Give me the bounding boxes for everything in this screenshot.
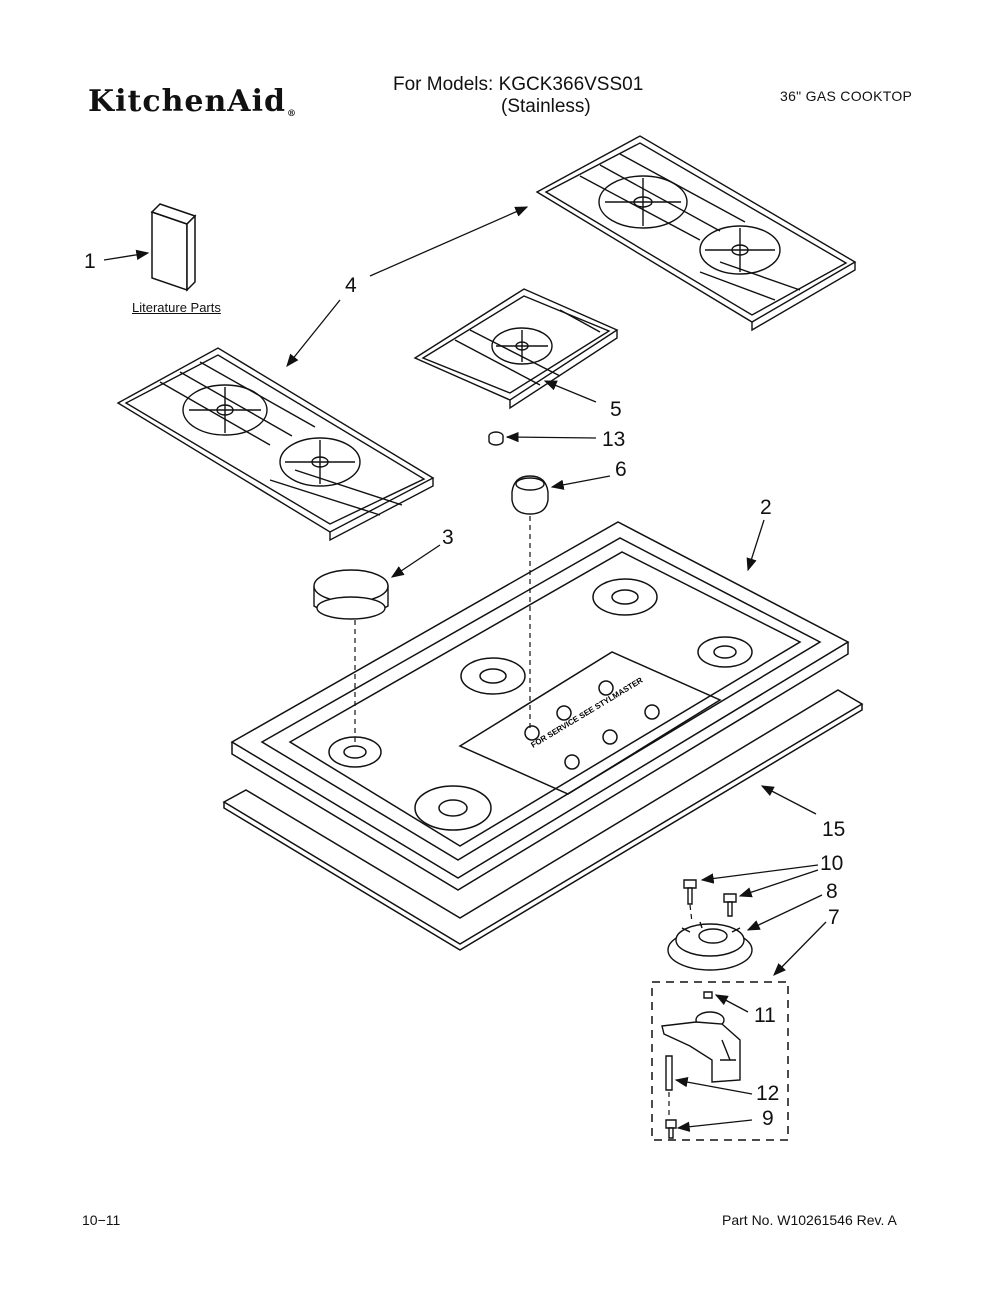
registered-mark: ®: [286, 109, 297, 119]
callout-numbers: 1 4 5 13 6 2 3 15 10 8 7 11 12 9: [84, 250, 845, 1130]
callout-9: 9: [762, 1107, 774, 1130]
models-line: For Models: KGCK366VSS01: [393, 74, 644, 95]
grate-left-two-burner: [116, 347, 435, 542]
literature-parts-label: Literature Parts: [132, 300, 221, 315]
callout-3: 3: [442, 526, 454, 549]
callout-6: 6: [615, 458, 627, 481]
footer-date: 10−11: [82, 1212, 121, 1228]
alignment-lines: [354, 516, 693, 1118]
leader-arrows: [103, 206, 827, 1132]
callout-10: 10: [820, 852, 843, 875]
callout-13: 13: [602, 428, 625, 451]
callout-5: 5: [610, 398, 622, 421]
burner-cap: [313, 569, 389, 620]
callout-2: 2: [760, 496, 772, 519]
grate-right-two-burner: [535, 135, 857, 332]
burner-base: [667, 921, 753, 971]
grate-rubber-foot: [488, 431, 504, 446]
brand-name: KitchenAid: [88, 84, 286, 119]
callout-4: 4: [345, 274, 357, 297]
callout-1: 1: [84, 250, 96, 273]
finish-line: (Stainless): [501, 96, 591, 117]
callout-15: 15: [822, 818, 845, 841]
brand-logo: KitchenAid®: [88, 84, 297, 119]
burner-valve-assembly: [661, 991, 741, 1139]
callout-12: 12: [756, 1082, 779, 1105]
control-knob: [511, 475, 549, 515]
grate-center-single-burner: [413, 288, 619, 410]
cooktop-gasket: [222, 689, 864, 951]
model-info: For Models: KGCK366VSS01 (Stainless): [393, 74, 643, 118]
literature-book: [150, 203, 197, 292]
product-title: 36" GAS COOKTOP: [780, 88, 913, 104]
mounting-screws: [683, 879, 737, 917]
footer-part-number: Part No. W10261546 Rev. A: [722, 1212, 897, 1228]
callout-8: 8: [826, 880, 838, 903]
callout-7: 7: [828, 906, 840, 929]
valve-assembly-group-box: [651, 981, 789, 1141]
control-panel-label: FOR SERVICE SEE STYLMASTER: [529, 676, 644, 750]
cooktop-panel: [230, 521, 850, 891]
callout-11: 11: [754, 1004, 776, 1027]
